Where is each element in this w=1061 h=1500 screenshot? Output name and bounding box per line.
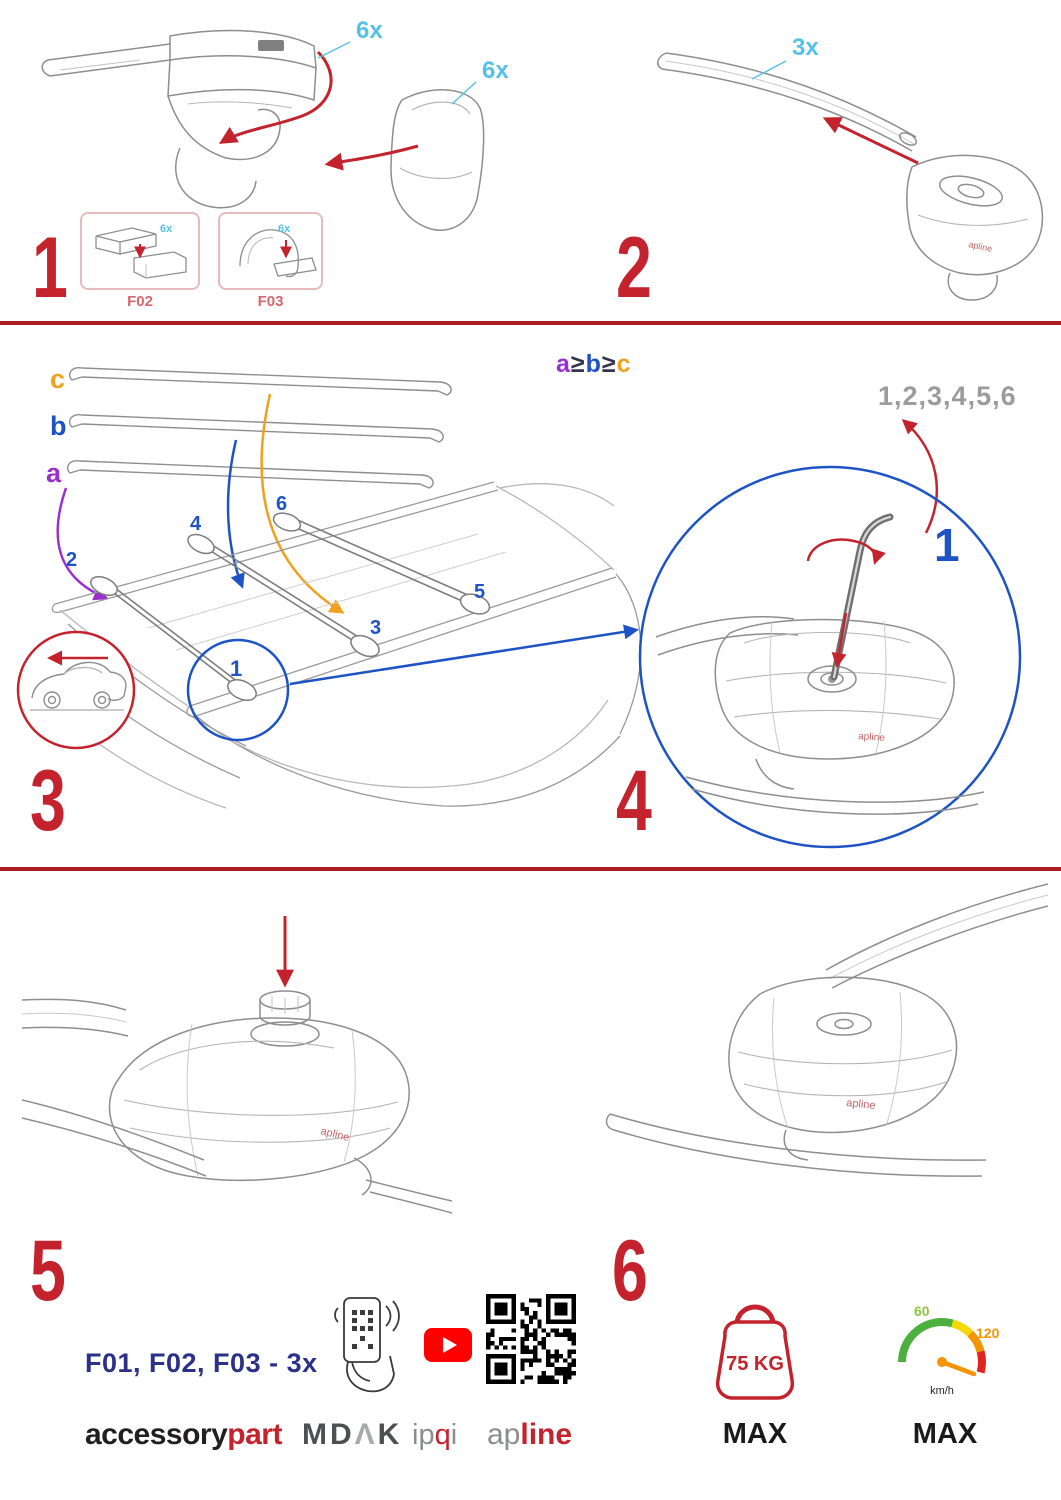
loose-bars-drawing: [66, 366, 452, 489]
insert-arrows: [218, 50, 419, 171]
step4-diagram: 1,2,3,4,5,6 1 apline: [638, 381, 1022, 849]
rule-ge1: ≥: [570, 350, 586, 378]
section-divider: [0, 867, 1061, 871]
logo-accessorypart: accessorypart: [85, 1418, 282, 1452]
logo-apline: apline: [487, 1418, 573, 1451]
play-triangle-icon: [442, 1337, 457, 1353]
rubber-cover-drawing: [390, 89, 485, 231]
bar-label-b: b: [50, 411, 67, 441]
position-1: 1: [230, 656, 242, 681]
bar-brand-mark: apline: [319, 1125, 350, 1144]
logo-accessory-part2: part: [227, 1418, 282, 1451]
bar-brand-mark: apline: [968, 239, 994, 254]
part-box-f03: 6x: [218, 212, 323, 290]
tighten-sequence: 1,2,3,4,5,6: [878, 381, 1017, 411]
zoom-pointer-arrow: [289, 624, 639, 686]
bar-qty-label: 3x: [792, 34, 819, 61]
size-rule: a≥b≥c: [556, 350, 632, 379]
cap-logo-patch: [258, 40, 284, 51]
foot-open-drawing: [22, 990, 452, 1214]
speed-unit-label: km/h: [930, 1385, 954, 1397]
cap-qty-label: 6x: [356, 17, 383, 44]
sequence-start: 1: [934, 519, 960, 571]
red-arrow: [324, 144, 419, 171]
step5-diagram: apline: [22, 916, 452, 1214]
red-arrow: [218, 50, 333, 144]
step6-number: 6: [612, 1223, 648, 1319]
mounted-bars: [101, 513, 479, 695]
rule-a: a: [556, 350, 571, 378]
bar-feet: [90, 512, 491, 701]
rotate-arrow: [806, 538, 886, 565]
f03-label: F03: [257, 293, 284, 310]
f03-mini-diagram: 6x: [239, 223, 317, 278]
step5-number: 5: [30, 1223, 66, 1319]
foot-drawing: [906, 154, 1044, 276]
sequence-arrow: [901, 419, 938, 534]
step6-diagram: apline: [605, 883, 1048, 1177]
crossbar-drawing: [657, 52, 1044, 301]
part-box-f02: 6x: [80, 212, 200, 290]
parts-quantity-line: F01, F02, F03 - 3x: [85, 1348, 318, 1378]
qty-leaders: [317, 41, 477, 105]
foot-zoom-drawing: [655, 616, 985, 815]
f02-qty-label: 6x: [160, 223, 173, 235]
guide-a: [56, 487, 109, 601]
f03-qty-label: 6x: [278, 223, 291, 235]
position-3: 3: [370, 617, 381, 639]
qty-leader: [751, 60, 787, 80]
step2-number: 2: [616, 220, 652, 316]
cover-qty-label: 6x: [482, 57, 509, 84]
step2-diagram: apline 3x: [657, 34, 1044, 301]
red-arrow: [822, 117, 919, 165]
bar-brand-mark: apline: [858, 731, 886, 744]
youtube-icon: [424, 1328, 472, 1362]
bar-label-c: c: [50, 364, 65, 394]
position-numbers: 2 4 6 3 5 1: [66, 493, 485, 681]
guide-b: [226, 439, 245, 589]
endcap-drawing: [41, 29, 485, 231]
step4-number: 4: [616, 753, 652, 849]
rule-b: b: [585, 350, 602, 378]
insert-arrow: [831, 612, 848, 668]
position1-highlight-circle: [186, 638, 290, 742]
position-5: 5: [474, 581, 485, 603]
logo-mdak: MDΛK: [302, 1418, 403, 1451]
bar-label-a: a: [46, 458, 62, 488]
zoom-circle: [638, 465, 1022, 849]
step3-diagram: c b a: [16, 364, 642, 809]
max-load-value: 75 KG: [726, 1353, 784, 1375]
step1-diagram: 6x 6x: [41, 17, 509, 231]
section-divider: [0, 321, 1061, 325]
max-load-icon: 75 KG: [715, 1304, 795, 1400]
car-roof-drawing: [23, 481, 642, 809]
position-6: 6: [276, 493, 287, 515]
guide-c: [260, 393, 345, 614]
max-load-label: MAX: [722, 1418, 788, 1450]
step1-number: 1: [32, 220, 68, 316]
scan-phone-icon: [334, 1297, 400, 1393]
logo-accessory-part1: accessory: [85, 1418, 228, 1451]
max-speed-label: MAX: [912, 1418, 978, 1450]
logo-ipqi: ipqi: [412, 1419, 458, 1451]
position-2: 2: [66, 549, 77, 571]
rule-c: c: [616, 350, 632, 378]
speed-high-label: 120: [976, 1325, 1000, 1341]
speedometer-needle: [939, 1359, 977, 1377]
f02-label: F02: [127, 293, 153, 310]
max-speed-icon: 60 120 km/h: [898, 1303, 1000, 1397]
foot-closed-drawing: [605, 883, 1048, 1177]
rule-ge2: ≥: [601, 350, 617, 378]
car-direction-inset: [16, 630, 136, 750]
speed-low-label: 60: [914, 1303, 930, 1319]
bar-brand-mark: apline: [846, 1097, 876, 1112]
f02-mini-diagram: 6x: [95, 223, 187, 279]
position-4: 4: [190, 513, 202, 535]
qr-code: [486, 1294, 576, 1384]
step3-number: 3: [30, 753, 66, 849]
